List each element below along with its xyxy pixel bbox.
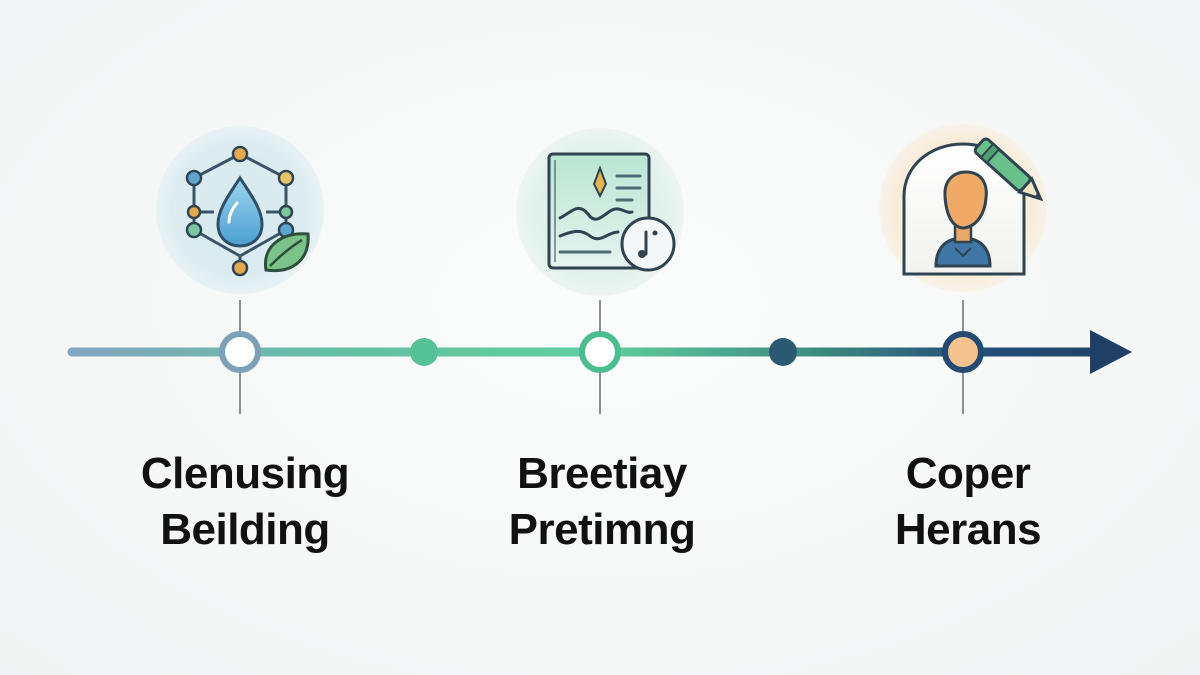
step-label-1: Clenusing Beilding xyxy=(85,446,405,558)
document-waveform-music-icon xyxy=(516,128,684,296)
step-marker-2 xyxy=(579,331,621,373)
portrait-frame-pen-icon xyxy=(879,124,1047,292)
step-label-3: Coper Herans xyxy=(808,446,1128,558)
step-label-1-line1: Clenusing xyxy=(140,449,350,498)
arrow-head-icon xyxy=(1090,330,1132,374)
step-marker-1 xyxy=(219,331,261,373)
intermediate-dot-2 xyxy=(769,338,797,366)
step-label-2-line2: Pretimng xyxy=(508,505,696,554)
water-drop-network-leaf-icon xyxy=(156,126,324,294)
step-label-2: Breetiay Pretimng xyxy=(442,446,762,558)
step-label-3-line2: Herans xyxy=(894,505,1042,554)
intermediate-dot-1 xyxy=(410,338,438,366)
connector-ticks xyxy=(239,300,964,414)
step-label-2-line1: Breetiay xyxy=(517,449,687,498)
step-label-1-line2: Beilding xyxy=(160,505,330,554)
step-marker-3 xyxy=(942,331,984,373)
step-label-3-line1: Coper xyxy=(905,449,1031,498)
